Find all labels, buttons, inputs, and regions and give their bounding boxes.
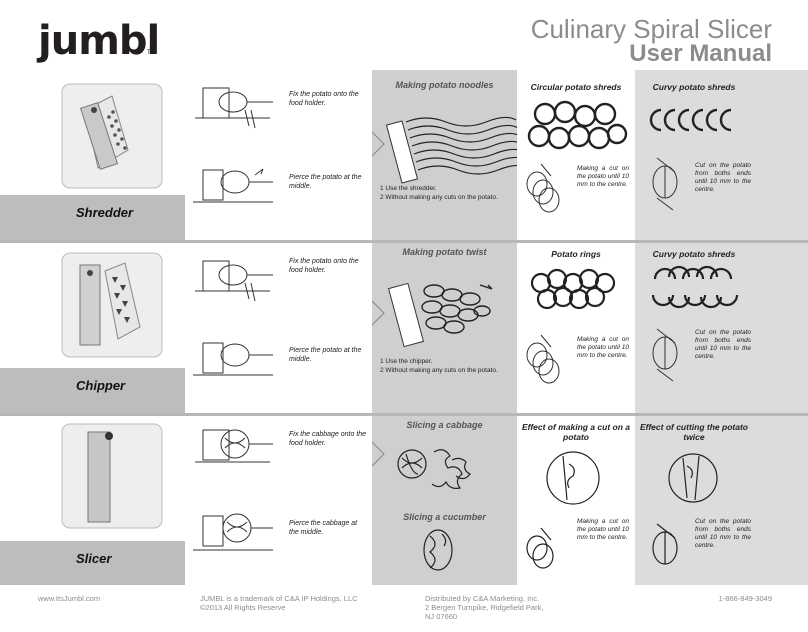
curvy-shreds-illustration <box>651 265 739 382</box>
double-cut-illustration <box>652 453 718 565</box>
blade-label-slicer: Slicer <box>0 542 185 582</box>
header: jumbl TM Culinary Spiral Slicer User Man… <box>0 0 808 70</box>
chipper-blade-photo <box>0 243 185 368</box>
document-subtitle: User Manual <box>629 40 772 67</box>
making-note-1: 1 Use the shredder. <box>380 185 437 192</box>
cucumber-illustration <box>423 529 453 571</box>
result-note-1: Making a cut on the potato until 10 mm t… <box>577 518 629 541</box>
making-cell: Making potato twist 1 Use the chipper. 2… <box>372 243 517 413</box>
result-title-1: Potato rings <box>551 249 601 259</box>
cut-effect-illustration <box>526 451 600 569</box>
trademark-symbol: TM <box>147 50 156 56</box>
noodles-illustration <box>372 116 517 184</box>
step-pierce-text: Pierce the potato at the middle. <box>289 174 362 190</box>
making-cell: Making potato noodles 1 Use the shredder… <box>372 70 517 240</box>
step-illustration <box>193 260 273 376</box>
website-link[interactable]: www.ItsJumbl.com <box>38 594 101 603</box>
phone-number: 1-866-849-3049 <box>718 594 772 603</box>
result-cell-1: Effect of making a cut on a potato Makin… <box>517 416 635 585</box>
making-note-1: 1 Use the chipper. <box>380 358 433 365</box>
step-fix-text: Fix the potato onto the food holder. <box>289 91 359 107</box>
step-illustration <box>193 87 273 203</box>
result-note-2: Cut on the potato from boths ends until … <box>695 518 751 549</box>
circular-shreds-illustration <box>526 100 628 213</box>
trademark-notice: JUMBL is a trademark of C&A IP Holdings,… <box>200 594 358 612</box>
blade-cell: Slicer <box>0 416 185 585</box>
slicer-blade-photo <box>0 416 185 541</box>
making-title: Making potato noodles <box>395 80 494 90</box>
step-pierce-text: Pierce the potato at the middle. <box>289 347 362 363</box>
instruction-grid: Shredder Fix the potato onto the food ho… <box>0 70 808 585</box>
steps-cell: Fix the cabbage onto the food holder. Pi… <box>185 416 372 585</box>
steps-cell: Fix the potato onto the food holder. Pie… <box>185 243 372 413</box>
distributor-line-1: Distributed by C&A Marketing, Inc. <box>425 594 540 603</box>
row-chipper: Chipper Fix the potato onto the food hol… <box>0 243 808 413</box>
result-note-1: Making a cut on the potato until 10 mm t… <box>577 336 629 359</box>
making-title: Slicing a cabbage <box>406 420 483 430</box>
result-note-1: Making a cut on the potato until 10 mm t… <box>577 165 629 188</box>
document-title: Culinary Spiral Slicer <box>530 14 772 44</box>
making-note-2: 2 Without making any cuts on the potato. <box>380 367 498 374</box>
blade-cell: Chipper <box>0 243 185 413</box>
trademark-line-2: ©2013 All Rights Reserve <box>200 603 286 612</box>
distributor-line-2: 2 Bergen Turnpike, Ridgefield Park, <box>425 603 544 612</box>
trademark-line-1: JUMBL is a trademark of C&A IP Holdings,… <box>200 594 358 603</box>
potato-rings-illustration <box>526 268 616 384</box>
result-note-2: Cut on the potato from boths ends until … <box>695 329 751 360</box>
step-fix-text: Fix the cabbage onto the food holder. <box>289 431 367 447</box>
result-title-2: Curvy potato shreds <box>652 82 736 92</box>
curvy-shreds-illustration <box>649 108 732 211</box>
result-cell-1: Circular potato shreds Making a cut on t… <box>517 70 635 240</box>
row-divider <box>0 240 808 243</box>
blade-label-shredder: Shredder <box>0 196 185 236</box>
result-title-2: Curvy potato shreds <box>652 249 736 259</box>
row-shredder: Shredder Fix the potato onto the food ho… <box>0 70 808 240</box>
row-divider <box>0 413 808 416</box>
making-cell: Slicing a cabbage Slicing a cucumber <box>372 416 517 585</box>
distributor-line-3: NJ 07660 <box>425 612 458 621</box>
distributor-info: Distributed by C&A Marketing, Inc. 2 Ber… <box>425 594 543 621</box>
making-title-cucumber: Slicing a cucumber <box>403 512 486 522</box>
step-illustration <box>193 429 273 551</box>
result-title-1: Circular potato shreds <box>530 82 622 92</box>
step-pierce-text: Pierce the cabbage at the middle. <box>289 520 358 536</box>
making-note-2: 2 Without making any cuts on the potato. <box>380 194 498 201</box>
result-cell-2: Curvy potato shreds Cut on the potato fr… <box>635 70 808 240</box>
blade-label-chipper: Chipper <box>0 369 185 409</box>
row-slicer: Slicer Fix the cabbage onto the food hol… <box>0 416 808 585</box>
step-fix-text: Fix the potato onto the food holder. <box>289 258 359 274</box>
steps-cell: Fix the potato onto the food holder. Pie… <box>185 70 372 240</box>
shredder-blade-photo <box>0 70 185 195</box>
making-title: Making potato twist <box>402 247 487 257</box>
result-cell-1: Potato rings Making a cut on the potato … <box>517 243 635 413</box>
twist-illustration <box>372 282 493 348</box>
brand-logo: jumbl <box>38 18 160 64</box>
result-cell-2: Curvy potato shreds Cut on the potato fr… <box>635 243 808 413</box>
cabbage-illustration <box>372 441 471 489</box>
blade-cell: Shredder <box>0 70 185 240</box>
footer: www.ItsJumbl.com JUMBL is a trademark of… <box>0 590 808 632</box>
result-title-2: Effect of cutting the potato twice <box>640 422 748 442</box>
result-cell-2: Effect of cutting the potato twice Cut o… <box>635 416 808 585</box>
result-title-1: Effect of making a cut on a potato <box>521 422 630 442</box>
result-note-2: Cut on the potato from boths ends until … <box>695 162 751 193</box>
